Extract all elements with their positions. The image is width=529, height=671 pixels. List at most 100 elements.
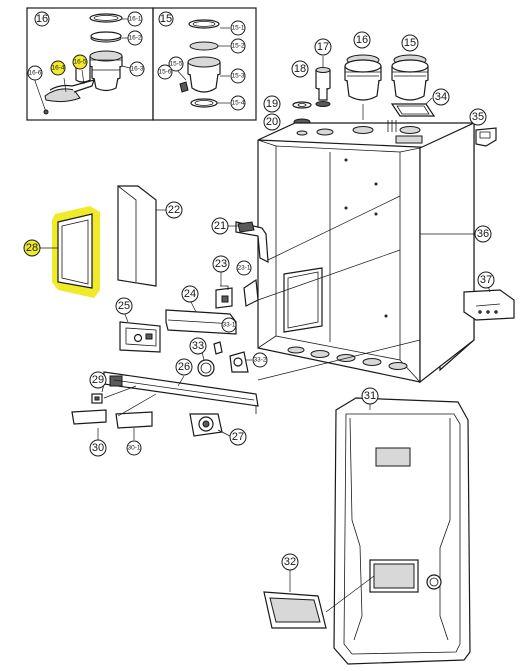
callout-25: 25 [115, 297, 133, 315]
svg-text:15-1: 15-1 [231, 25, 244, 32]
callout-15: 15 [401, 34, 419, 52]
svg-text:15-6: 15-6 [158, 69, 171, 76]
callout-15-4: 15-4 [230, 95, 246, 111]
callout-35: 35 [469, 108, 487, 126]
svg-text:21: 21 [214, 220, 226, 232]
callout-16-3: 16-3 [129, 61, 145, 77]
callout-16-1: 16-1 [127, 11, 143, 27]
callout-28: 28 [23, 239, 41, 257]
svg-text:29: 29 [92, 374, 104, 386]
filter-frame-32 [263, 570, 375, 629]
panel-22 [117, 185, 166, 287]
flue-adaptor-16-drawing [89, 13, 123, 92]
callout-33-1: 33-1 [221, 317, 237, 333]
svg-text:34: 34 [435, 91, 447, 103]
svg-text:28: 28 [26, 242, 38, 254]
callout-16-4: 16-4 [50, 60, 66, 76]
svg-text:15-5: 15-5 [169, 61, 182, 68]
misc-leaders [103, 195, 421, 417]
svg-text:26: 26 [178, 361, 190, 373]
svg-text:15-2: 15-2 [231, 43, 244, 50]
callout-17: 17 [314, 38, 332, 56]
bracket-23 [215, 272, 259, 309]
fuse-29 [91, 393, 103, 404]
front-panel-31 [333, 397, 471, 665]
svg-text:35: 35 [472, 111, 484, 123]
callout-16-2: 16-2 [127, 30, 143, 46]
svg-text:37: 37 [480, 274, 492, 286]
callout-15-2: 15-2 [230, 38, 246, 54]
svg-text:24: 24 [184, 288, 196, 300]
callout-18: 18 [291, 60, 309, 78]
svg-text:16: 16 [36, 13, 48, 25]
callout-34: 34 [432, 88, 450, 106]
svg-text:33: 33 [192, 340, 204, 352]
svg-text:16-2: 16-2 [128, 35, 141, 42]
svg-text:16-3: 16-3 [130, 66, 143, 73]
main-casing-36 [257, 120, 476, 384]
callout-19: 19 [263, 95, 281, 113]
svg-text:18: 18 [294, 63, 306, 75]
callout-16-inset: 16 [34, 11, 50, 27]
cover-28 [40, 206, 100, 298]
svg-text:15-4: 15-4 [231, 100, 244, 107]
svg-text:33-2: 33-2 [253, 357, 266, 364]
callout-16-6: 16-6 [27, 65, 43, 81]
svg-text:31: 31 [364, 390, 376, 402]
svg-text:16-1: 16-1 [128, 16, 141, 23]
callout-31: 31 [361, 387, 379, 405]
bracket-26 [101, 371, 259, 414]
svg-text:23-1: 23-1 [237, 265, 250, 272]
callout-16: 16 [353, 31, 371, 49]
callout-33: 33 [189, 337, 207, 355]
svg-text:16-4: 16-4 [51, 65, 64, 72]
seal-parts-16-4-16-5 [33, 64, 95, 115]
callout-22: 22 [165, 201, 183, 219]
callout-33-2: 33-2 [252, 352, 268, 368]
flue-adaptor-15-drawing [175, 19, 230, 108]
bracket-21 [228, 221, 269, 264]
svg-text:33-1: 33-1 [222, 322, 235, 329]
callout-21: 21 [211, 217, 229, 235]
panel-37 [463, 279, 515, 321]
callout-24: 24 [181, 285, 199, 303]
knobs-33 [197, 341, 252, 377]
svg-text:22: 22 [168, 204, 180, 216]
svg-text:15: 15 [160, 13, 172, 25]
callout-29: 29 [89, 371, 107, 389]
callout-15-6: 15-6 [157, 64, 173, 80]
callout-16-5: 16-5 [72, 54, 88, 70]
svg-text:36: 36 [477, 228, 489, 240]
svg-text:20: 20 [266, 116, 278, 128]
filters-30 [71, 409, 153, 440]
callout-15-5: 15-5 [168, 56, 184, 72]
callout-15-1: 15-1 [230, 20, 246, 36]
callout-30-1: 30-1 [126, 440, 142, 456]
pump-27 [189, 413, 231, 437]
svg-text:17: 17 [317, 41, 329, 53]
callout-37: 37 [477, 271, 495, 289]
svg-text:27: 27 [232, 431, 244, 443]
svg-text:15-3: 15-3 [231, 73, 244, 80]
callout-36: 36 [474, 225, 492, 243]
svg-text:16: 16 [356, 34, 368, 46]
callout-15-inset: 15 [158, 11, 174, 27]
callout-32: 32 [281, 553, 299, 571]
callout-26: 26 [175, 358, 193, 376]
svg-text:15: 15 [404, 37, 416, 49]
callout-27: 27 [229, 428, 247, 446]
callout-15-3: 15-3 [230, 68, 246, 84]
svg-text:23: 23 [215, 258, 227, 270]
callout-20: 20 [263, 113, 281, 131]
callout-23: 23 [212, 255, 230, 273]
svg-text:30: 30 [92, 442, 104, 454]
control-panel-25 [119, 311, 161, 353]
callout-23-1: 23-1 [236, 260, 252, 276]
svg-text:32: 32 [284, 556, 296, 568]
svg-text:19: 19 [266, 98, 278, 110]
svg-text:16-6: 16-6 [28, 70, 41, 77]
svg-text:16-5: 16-5 [73, 59, 86, 66]
callout-30: 30 [89, 439, 107, 457]
inset-box-16 [26, 7, 257, 121]
